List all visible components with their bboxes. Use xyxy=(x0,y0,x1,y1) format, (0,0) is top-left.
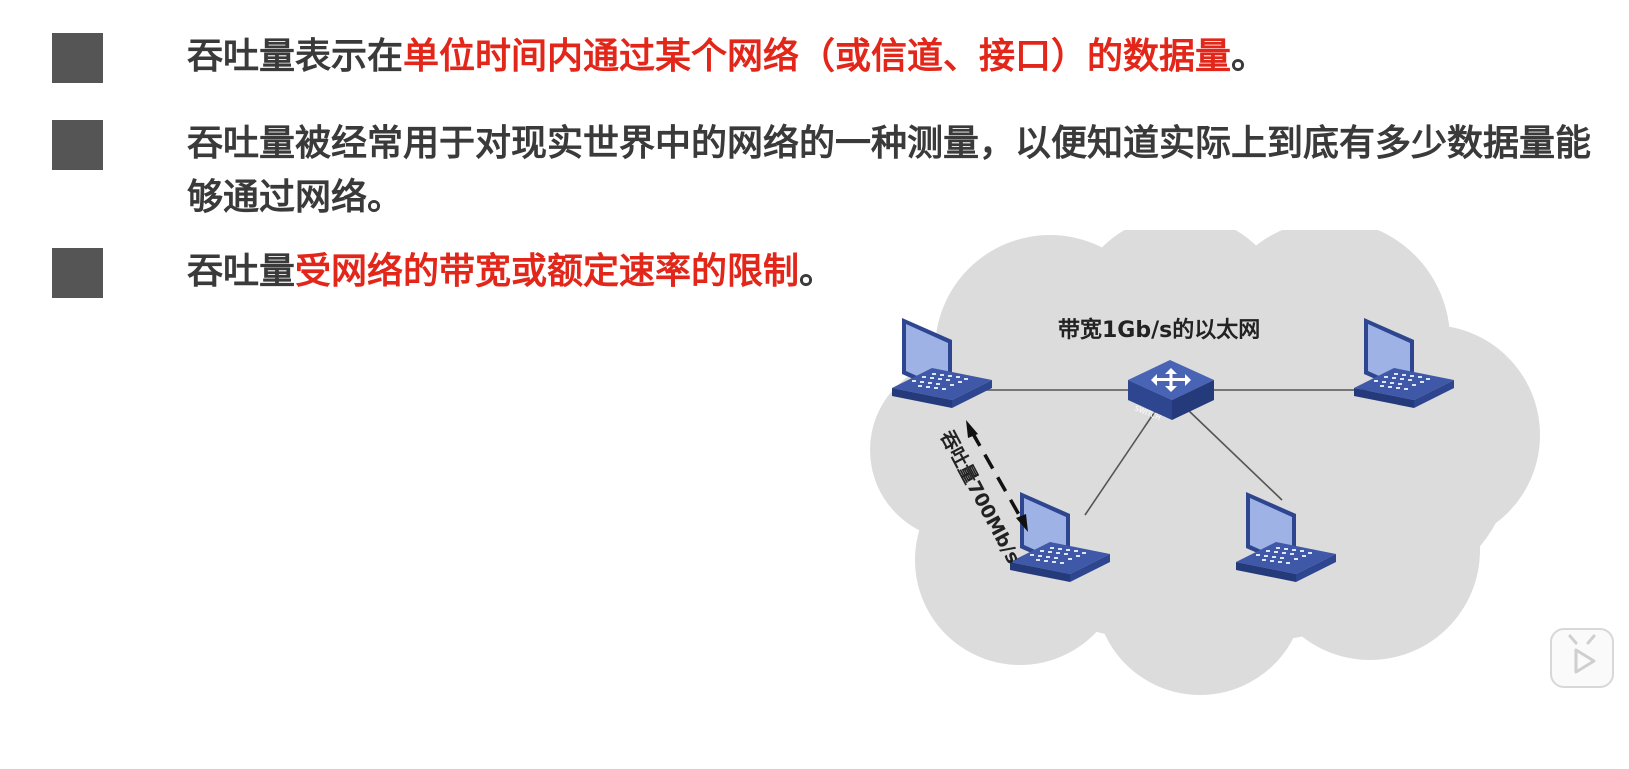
bullet-1-highlight: 单位时间内通过某个网络（或信道、接口）的数据量 xyxy=(403,36,1232,77)
bullet-square-icon xyxy=(52,248,103,298)
bullet-text-2: 吞吐量被经常用于对现实世界中的网络的一种测量，以便知道实际上到底有多少数据量能够… xyxy=(187,123,1592,218)
bullet-item-2: 吞吐量被经常用于对现实世界中的网络的一种测量，以便知道实际上到底有多少数据量能够… xyxy=(52,117,1612,225)
play-button[interactable] xyxy=(1550,628,1614,688)
bullet-3-part-1: 吞吐量 xyxy=(187,251,296,292)
bullet-3-part-3: 。 xyxy=(799,251,836,292)
next-line-cutoff xyxy=(130,757,1230,769)
switch-icon: SWITCH xyxy=(1128,360,1214,422)
link-bottom-left xyxy=(1084,409,1157,516)
bullet-item-1: 吞吐量表示在单位时间内通过某个网络（或信道、接口）的数据量。 xyxy=(52,30,1267,84)
link-bottom-right xyxy=(1187,409,1283,501)
bullet-text-1: 吞吐量表示在单位时间内通过某个网络（或信道、接口）的数据量。 xyxy=(187,30,1267,84)
bullet-square-icon xyxy=(52,33,103,83)
network-label: 带宽1Gb/s的以太网 xyxy=(1058,317,1260,343)
play-icon xyxy=(1568,634,1596,674)
bullet-3-highlight: 受网络的带宽或额定速率的限制 xyxy=(295,251,800,292)
throughput-arrow xyxy=(966,420,1028,532)
network-diagram: SWITCH 带宽1Gb/s的以太网 吞吐量700Mb/s xyxy=(870,230,1550,700)
bullet-1-part-3: 。 xyxy=(1231,36,1268,77)
bullet-1-part-1: 吞吐量表示在 xyxy=(187,36,404,77)
bullet-text-3: 吞吐量受网络的带宽或额定速率的限制。 xyxy=(187,245,835,299)
bullet-square-icon xyxy=(52,120,103,170)
bullet-item-3: 吞吐量受网络的带宽或额定速率的限制。 xyxy=(52,245,835,299)
